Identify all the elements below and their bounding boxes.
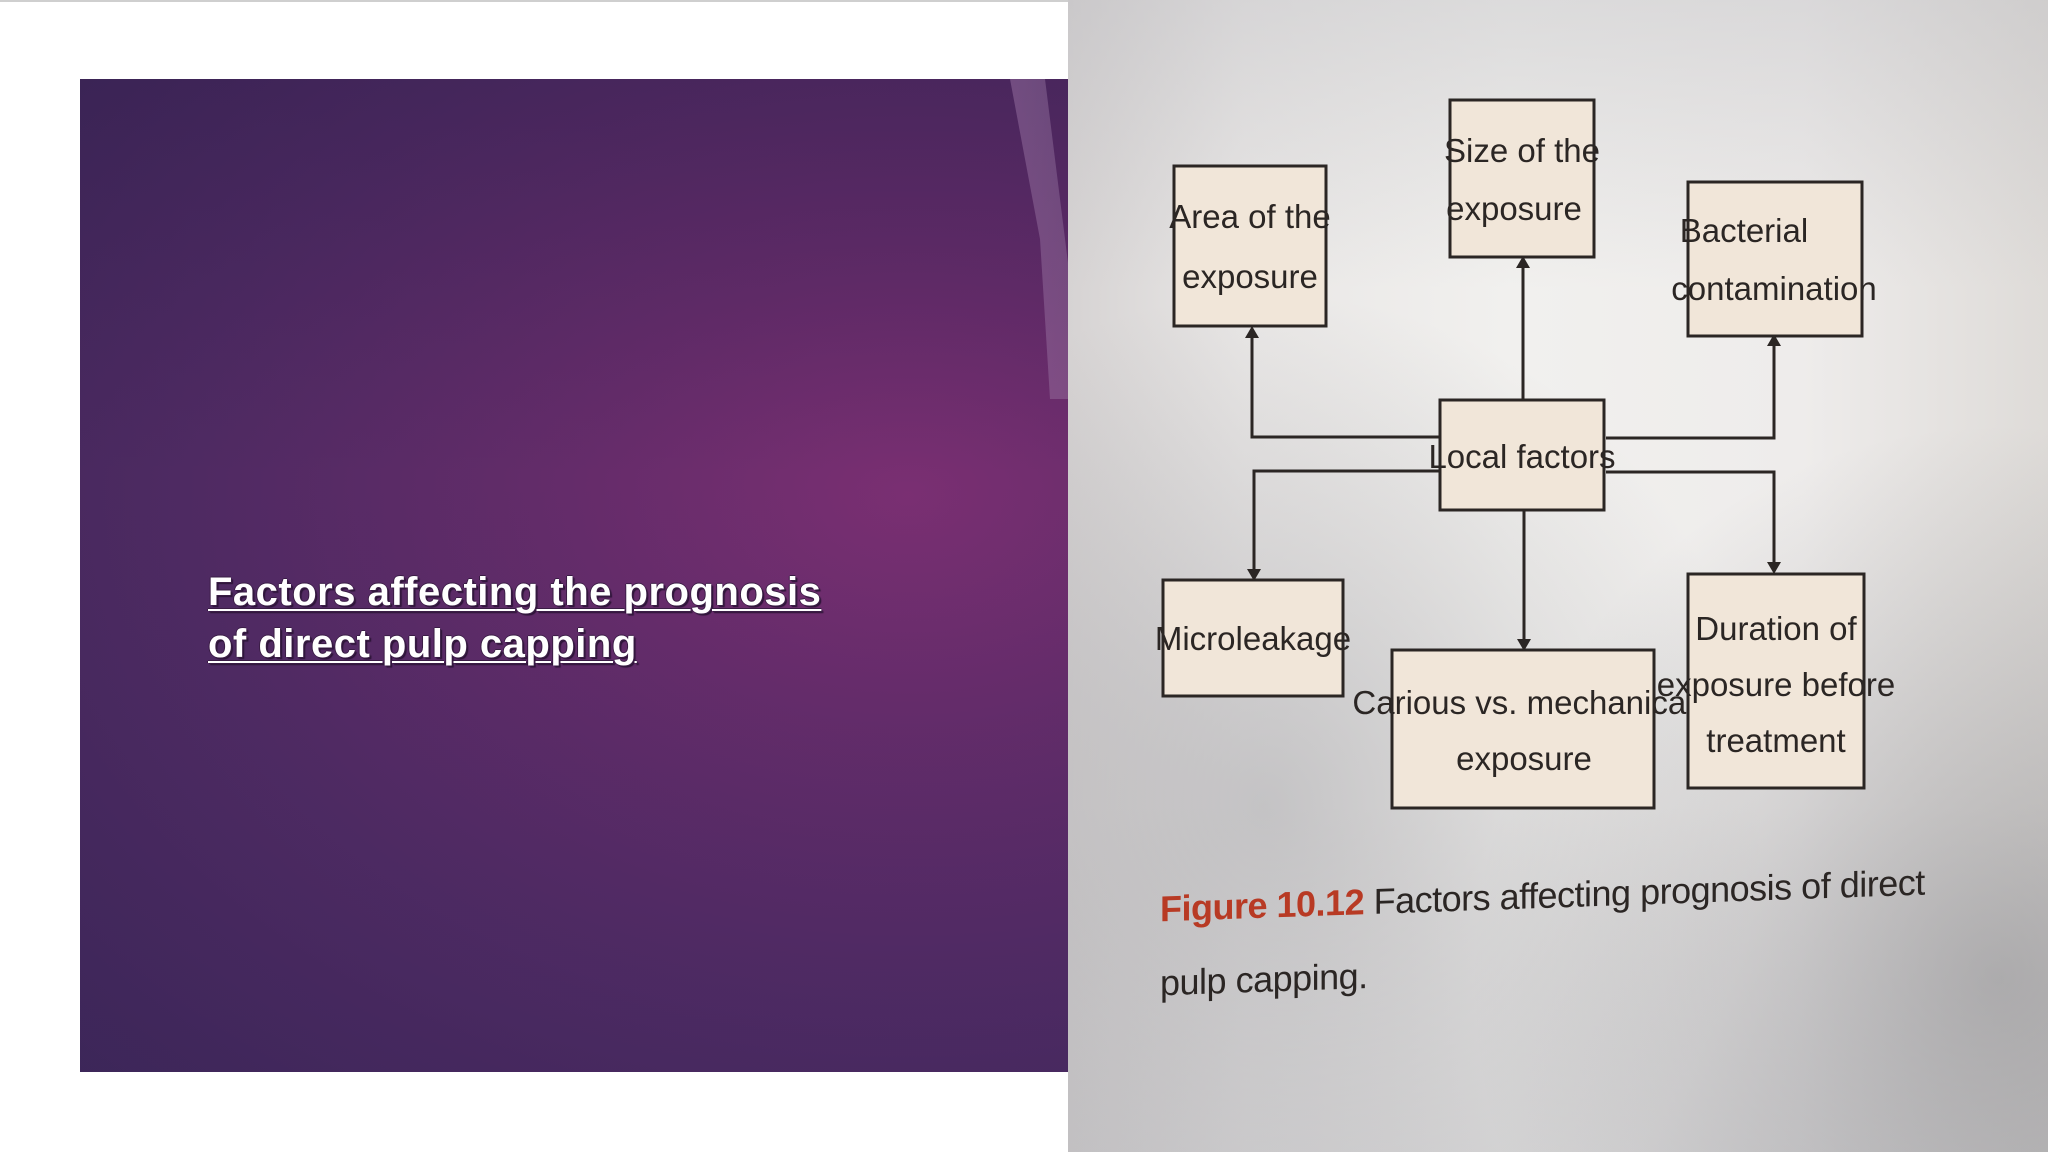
node-duration: Duration of exposure before treatment bbox=[1657, 572, 1896, 790]
node-center: Local factors bbox=[1428, 398, 1616, 512]
node-area-line2: exposure bbox=[1182, 258, 1318, 295]
top-divider bbox=[0, 0, 1070, 2]
node-carious: Carious vs. mechanical exposure bbox=[1352, 648, 1694, 810]
figure-caption: Figure 10.12 Factors affecting prognosis… bbox=[1160, 844, 1980, 1021]
node-size-line1: Size of the bbox=[1444, 132, 1600, 169]
slide-title: Factors affecting the prognosis of direc… bbox=[208, 570, 822, 666]
node-carious-line2: exposure bbox=[1456, 740, 1592, 777]
title-panel bbox=[80, 79, 1090, 1072]
node-area-line1: Area of the bbox=[1169, 198, 1330, 235]
node-bacterial: Bacterial contamination bbox=[1671, 180, 1877, 338]
node-bacterial-line2: contamination bbox=[1671, 270, 1876, 307]
node-microleakage: Microleakage bbox=[1155, 578, 1351, 698]
node-duration-line3: treatment bbox=[1706, 722, 1845, 759]
node-size: Size of the exposure bbox=[1444, 98, 1600, 259]
arrow-to-microleakage bbox=[1247, 469, 1440, 581]
node-size-line2: exposure bbox=[1446, 190, 1582, 227]
node-center-label: Local factors bbox=[1428, 438, 1615, 475]
arrow-to-duration bbox=[1606, 470, 1781, 574]
node-area: Area of the exposure bbox=[1169, 164, 1331, 328]
factors-diagram: Local factors Area of the exposure Size … bbox=[1155, 98, 1896, 810]
connector-lines bbox=[1245, 256, 1781, 651]
node-bacterial-line1: Bacterial bbox=[1680, 212, 1808, 249]
arrow-to-area bbox=[1245, 326, 1440, 439]
node-microleakage-label: Microleakage bbox=[1155, 620, 1351, 657]
node-duration-line2: exposure before bbox=[1657, 666, 1896, 703]
arrow-to-bacterial bbox=[1606, 334, 1781, 440]
figure-caption-text: Factors affecting prognosis of direct pu… bbox=[1160, 861, 1925, 1004]
textbook-figure-photo: Local factors Area of the exposure Size … bbox=[1068, 0, 2048, 1152]
node-duration-line1: Duration of bbox=[1695, 610, 1857, 647]
node-carious-line1: Carious vs. mechanical bbox=[1352, 684, 1693, 721]
figure-caption-label: Figure 10.12 bbox=[1160, 881, 1365, 930]
